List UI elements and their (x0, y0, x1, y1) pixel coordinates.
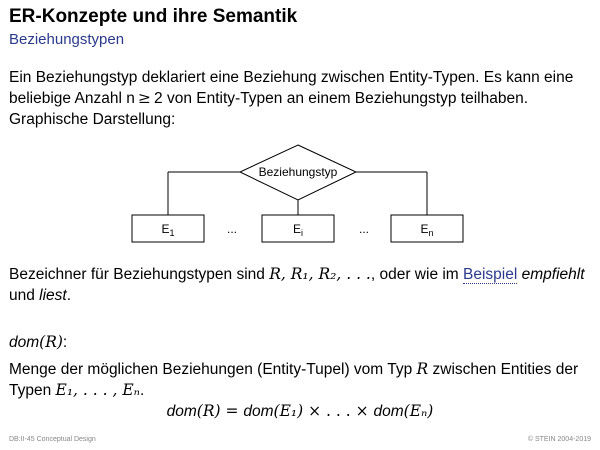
definition-types: E₁, . . . , Eₙ (55, 381, 140, 399)
page-subtitle: Beziehungstypen (9, 31, 125, 48)
entity-label-e1: E1 (161, 222, 174, 238)
beispiel-link[interactable]: Beispiel (463, 266, 518, 284)
dom-colon: : (62, 334, 68, 351)
formula-equals: = (220, 402, 244, 420)
naming-text-2: , oder wie im (370, 266, 464, 283)
intro-line-3: Graphische Darstellung: (9, 111, 176, 128)
ellipsis-right: ... (359, 222, 369, 236)
formula-dom-lhs: dom (166, 403, 197, 420)
entity-box-en (390, 214, 464, 243)
intro-paragraph: Ein Beziehungstyp deklariert eine Bezieh… (9, 67, 594, 130)
formula-dom-n: dom (373, 403, 404, 420)
emph-liest: liest (39, 287, 67, 304)
formula-arg-lhs: (R) (196, 402, 221, 420)
definition-paragraph: Menge der möglichen Beziehungen (Entity-… (9, 359, 594, 401)
definition-r: R (416, 360, 429, 378)
entity-box-e1 (131, 214, 205, 243)
definition-text-3: Typen (9, 382, 56, 399)
footer-right: © STEIN 2004-2019 (527, 436, 591, 443)
naming-text: Bezeichner für Beziehungstypen sind (9, 266, 270, 283)
entity-box-ei (261, 214, 335, 243)
geq-symbol: ≥ (137, 89, 151, 107)
definition-period: . (139, 382, 145, 399)
footer-left: DB:II-45 Conceptual Design (9, 436, 96, 443)
dom-fn: dom (9, 334, 40, 351)
dom-label: dom(R): (9, 332, 594, 353)
intro-line-1: Ein Beziehungstyp deklariert eine Bezieh… (9, 69, 574, 86)
relationship-label: Beziehungstyp (259, 165, 338, 179)
intro-line-2b: 2 von Entity-Typen an einem Beziehungsty… (154, 90, 529, 107)
entity-label-ei: Ei (293, 222, 303, 238)
formula-arg-1: (E₁) (273, 402, 304, 420)
emph-empfiehlt: empfiehlt (521, 266, 585, 283)
formula-arg-n: (Eₙ) (403, 402, 434, 420)
definition-text-2: zwischen Entities der (428, 361, 579, 378)
naming-symbols: R, R₁, R₂, . . . (269, 265, 371, 283)
relationship-diamond (238, 144, 358, 201)
formula-dom-1: dom (243, 403, 274, 420)
ellipsis-left: ... (227, 222, 237, 236)
naming-paragraph: Bezeichner für Beziehungstypen sind R, R… (9, 264, 594, 306)
naming-text-3: und (9, 287, 40, 304)
page-title: ER-Konzepte und ihre Semantik (9, 6, 298, 27)
intro-line-2a: beliebige Anzahl n (9, 90, 135, 107)
formula-product: × . . . × (303, 402, 374, 420)
naming-period: . (66, 287, 72, 304)
dom-formula: dom(R) = dom(E₁) × . . . × dom(Eₙ) (0, 402, 600, 421)
definition-text-1: Menge der möglichen Beziehungen (Entity-… (9, 361, 417, 378)
entity-label-en: En (420, 222, 433, 238)
dom-arg: (R) (39, 333, 63, 351)
